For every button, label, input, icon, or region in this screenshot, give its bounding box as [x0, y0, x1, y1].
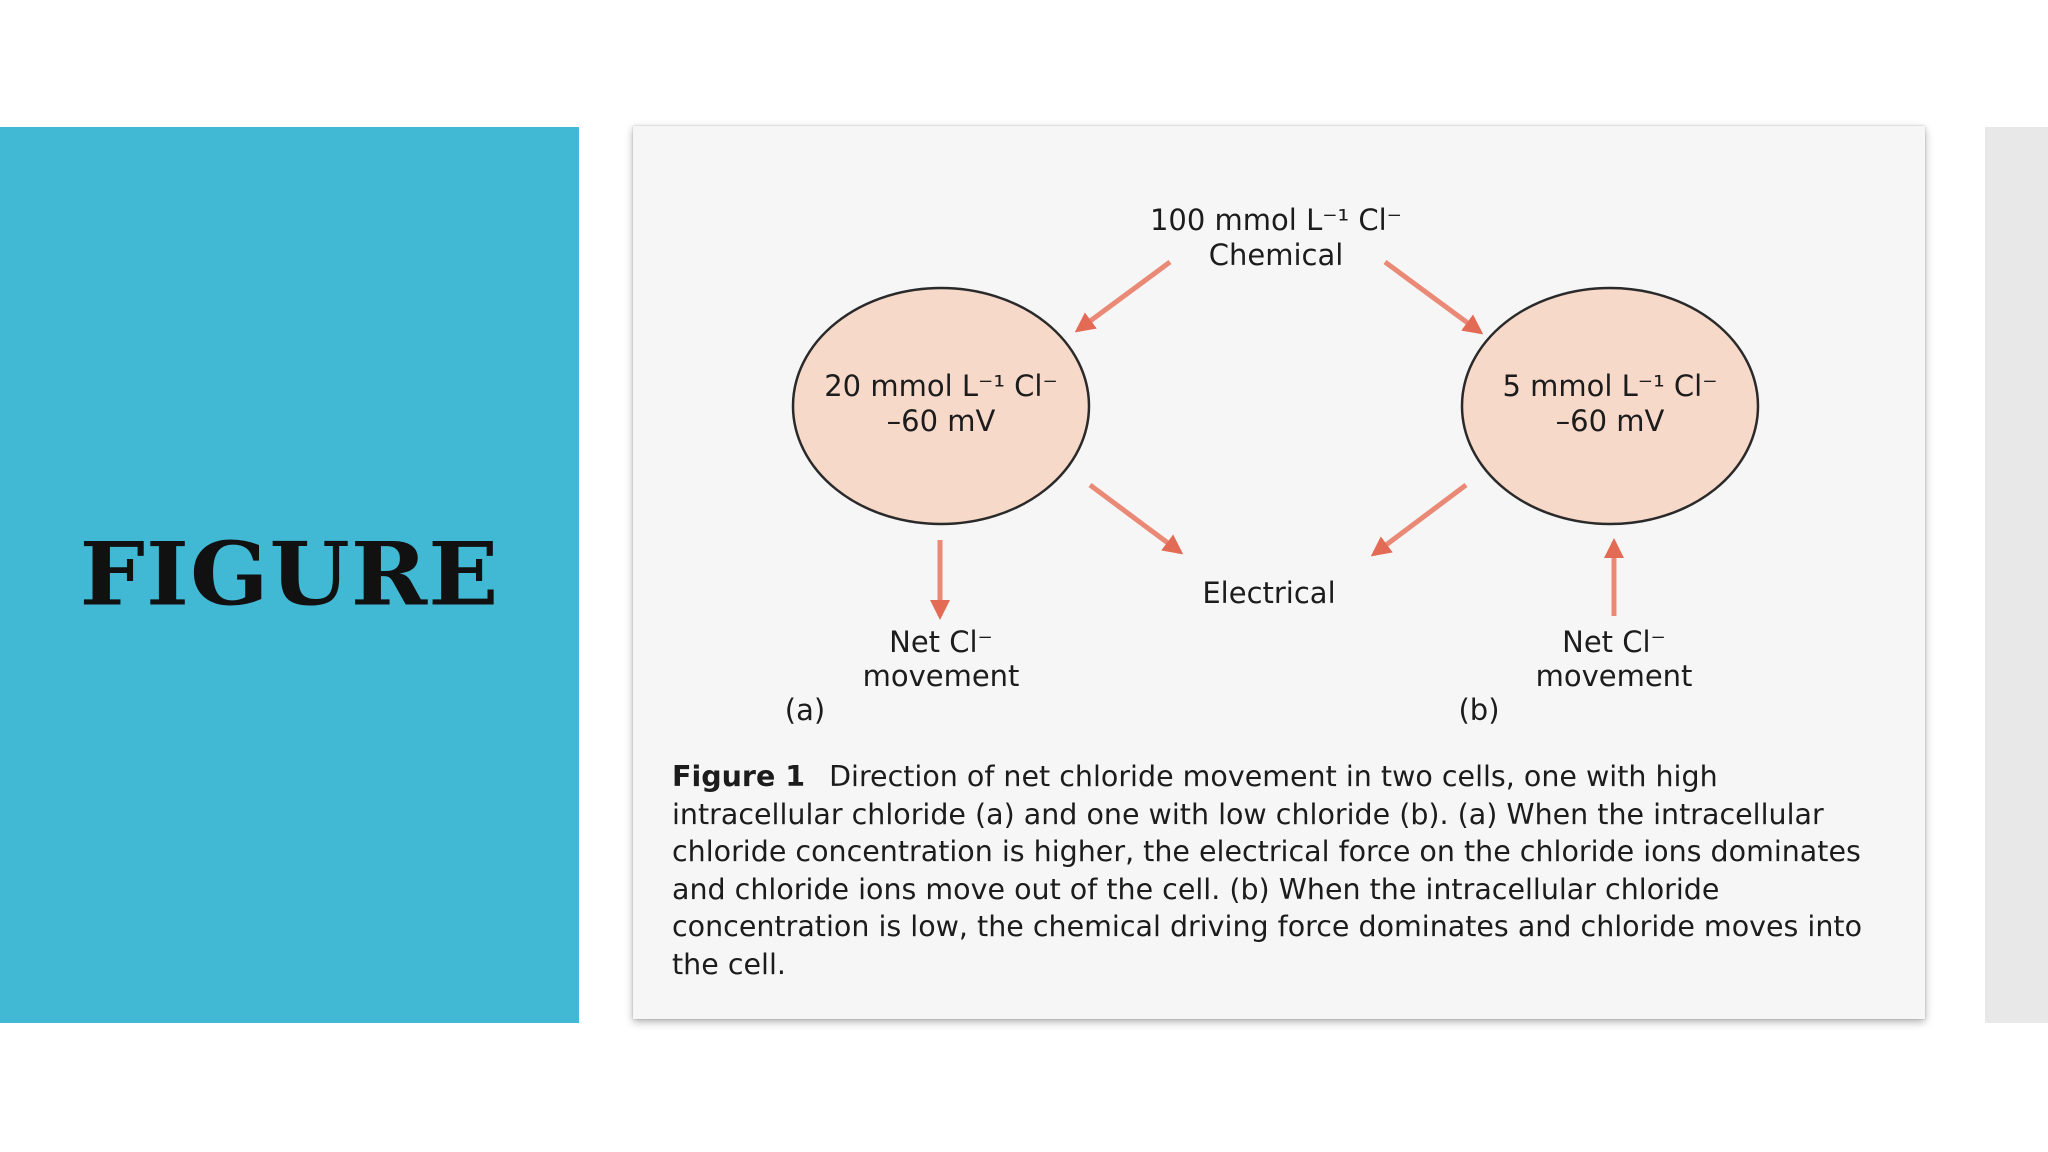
panel-a-label: (a) — [785, 693, 825, 727]
chemical-to-cell-b-arrow — [1383, 259, 1484, 335]
cell-a — [791, 286, 1091, 526]
cell-b — [1460, 286, 1760, 526]
caption-text: Direction of net chloride movement in tw… — [672, 760, 1863, 981]
slide-title: FIGURE — [79, 522, 500, 626]
electrical-label: Electrical — [1202, 576, 1335, 610]
cell-a-to-electrical-arrow — [1088, 482, 1184, 555]
figure-diagram: 100 mmol L⁻¹ Cl⁻ Chemical 20 mmol L⁻¹ Cl… — [785, 203, 1760, 727]
net-movement-a-ion: Net Cl⁻ — [889, 625, 993, 659]
cell-a-concentration: 20 mmol L⁻¹ Cl⁻ — [824, 369, 1058, 403]
caption-label: Figure 1 — [672, 760, 806, 793]
net-movement-a-label: movement — [863, 659, 1020, 693]
cell-a-voltage: –60 mV — [887, 404, 996, 438]
cell-b-to-electrical-arrow — [1370, 483, 1468, 557]
net-movement-b-label: movement — [1536, 659, 1693, 693]
chemical-concentration-label: 100 mmol L⁻¹ Cl⁻ — [1150, 203, 1402, 237]
title-panel — [0, 127, 579, 1023]
cell-b-voltage: –60 mV — [1556, 404, 1665, 438]
figure-card: 100 mmol L⁻¹ Cl⁻ Chemical 20 mmol L⁻¹ Cl… — [633, 126, 1925, 1019]
cell-b-concentration: 5 mmol L⁻¹ Cl⁻ — [1502, 369, 1717, 403]
chemical-label: Chemical — [1209, 238, 1344, 272]
chemical-to-cell-a-arrow — [1074, 259, 1172, 333]
net-movement-b-ion: Net Cl⁻ — [1562, 625, 1666, 659]
right-decor-strip — [1985, 127, 2048, 1023]
panel-b-label: (b) — [1458, 693, 1499, 727]
